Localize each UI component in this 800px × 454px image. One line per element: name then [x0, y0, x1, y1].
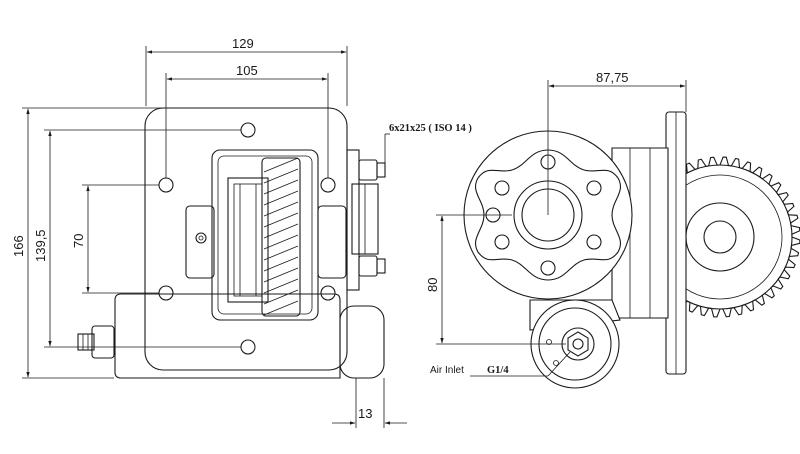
- bolt-holes: [158, 122, 336, 355]
- air-fitting: [91, 325, 115, 359]
- dim-bolt-height: 139,5: [33, 229, 48, 262]
- dim-overall-height: 166: [11, 235, 26, 257]
- dim-pump-offset: 80: [425, 278, 440, 292]
- air-cylinder-housing: [114, 293, 341, 379]
- cylinder-end-cap: [339, 305, 385, 379]
- dim-shaft-offset: 87,75: [596, 70, 629, 85]
- air-inlet-label: Air Inlet: [430, 365, 464, 376]
- dim-overall-width: 129: [232, 36, 254, 51]
- studs: [346, 149, 386, 291]
- dim-inner-height: 70: [71, 234, 86, 248]
- lug-screw: [195, 232, 207, 244]
- dim-flange-thickness: 13: [358, 406, 372, 421]
- mounting-flange: [144, 107, 348, 371]
- thread-spec-label: G1/4: [487, 365, 509, 376]
- helical-gear: [261, 157, 301, 317]
- stud-spec-label: 6x21x25 ( ISO 14 ): [389, 123, 472, 134]
- front-view: 129 105 166 139,5 70 13 6x21x25 ( ISO 14…: [11, 36, 472, 428]
- side-view: 87,75 80 Air Inlet G1/4: [425, 70, 800, 389]
- flower-flange: [475, 149, 621, 281]
- dim-bolt-width: 105: [236, 63, 258, 78]
